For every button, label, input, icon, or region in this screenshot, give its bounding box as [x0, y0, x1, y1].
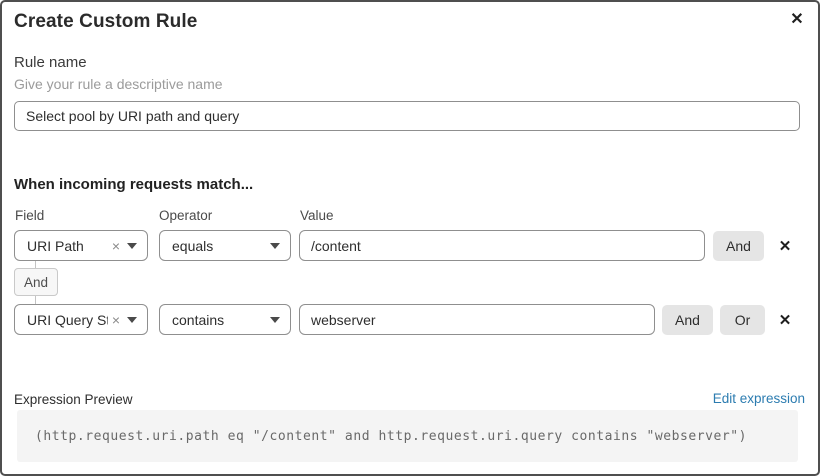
column-label-value: Value — [300, 208, 334, 223]
expression-preview-code: (http.request.uri.path eq "/content" and… — [17, 410, 798, 462]
chevron-down-icon — [127, 242, 137, 249]
connector-line — [35, 261, 36, 268]
column-label-operator: Operator — [159, 208, 213, 223]
field-select-value: URI Query St... — [27, 311, 108, 328]
connector-line — [35, 296, 36, 304]
operator-select-row-2[interactable]: contains — [159, 304, 291, 335]
value-input-row-1[interactable] — [299, 230, 705, 261]
operator-select-row-1[interactable]: equals — [159, 230, 291, 261]
chevron-down-icon — [270, 316, 280, 323]
close-icon[interactable]: ✕ — [785, 7, 809, 31]
edit-expression-link[interactable]: Edit expression — [712, 391, 805, 406]
chevron-down-icon — [270, 242, 280, 249]
clear-selection-icon[interactable]: × — [111, 311, 120, 328]
field-select-value: URI Path — [27, 237, 84, 254]
operator-select-value: contains — [172, 311, 225, 328]
operator-select-value: equals — [172, 237, 214, 254]
column-label-field: Field — [15, 208, 45, 223]
chevron-down-icon — [127, 316, 137, 323]
match-section-heading: When incoming requests match... — [14, 176, 254, 193]
field-select-row-2[interactable]: URI Query St... × — [14, 304, 148, 335]
rule-name-label: Rule name — [14, 54, 87, 71]
and-button-row-2[interactable]: And — [662, 305, 713, 335]
remove-condition-icon-row-2[interactable]: ✕ — [775, 310, 795, 330]
or-button-row-2[interactable]: Or — [720, 305, 765, 335]
rule-name-input[interactable] — [14, 101, 800, 131]
value-input-row-2[interactable] — [299, 304, 655, 335]
field-select-row-1[interactable]: URI Path × — [14, 230, 148, 261]
dialog-title: Create Custom Rule — [14, 11, 198, 32]
remove-condition-icon-row-1[interactable]: ✕ — [775, 236, 795, 256]
and-connector-chip: And — [14, 268, 58, 296]
expression-preview-label: Expression Preview — [14, 392, 133, 407]
rule-name-helper-text: Give your rule a descriptive name — [14, 76, 223, 92]
clear-selection-icon[interactable]: × — [111, 237, 120, 254]
and-button-row-1[interactable]: And — [713, 231, 764, 261]
